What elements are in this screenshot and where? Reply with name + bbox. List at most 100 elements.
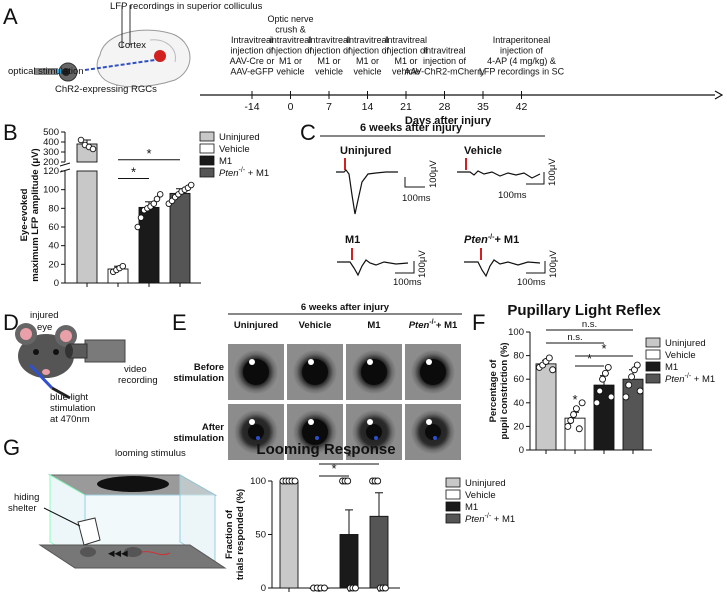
timeline-event-line: M1 or [317, 56, 340, 66]
legend-swatch [199, 155, 215, 166]
y-tick-label: 200 [43, 157, 59, 168]
y-tick-label: 20 [513, 421, 524, 432]
bar [279, 480, 299, 589]
legend-label-pten: Pten [465, 514, 485, 525]
axis-break [59, 162, 71, 167]
chart-title: Pupillary Light Reflex [507, 302, 661, 319]
y-axis-label: Eye-evoked [19, 188, 30, 241]
looming-disc-icon [97, 476, 169, 492]
timeline-event-line: 4-AP (4 mg/kg) & [487, 56, 556, 66]
legend-label: Vehicle [219, 144, 250, 155]
bar [564, 417, 586, 451]
data-point [89, 145, 97, 153]
legend-label: Uninjured [465, 478, 506, 489]
eye-reflection [249, 359, 255, 365]
data-point [578, 399, 586, 407]
row-label-line: stimulation [173, 373, 224, 384]
y-axis-label: trials responded (%) [235, 489, 246, 580]
data-point [622, 393, 630, 401]
bar [535, 363, 557, 451]
chr2-label: ChR2-expressing RGCs [55, 84, 157, 95]
panel-letter-g: G [3, 435, 20, 460]
legend-label: Pten-/- + M1 [665, 373, 715, 385]
trace-m1 [337, 259, 409, 277]
timeline-event-line: AAV-Cre or [230, 56, 275, 66]
data-point [628, 373, 636, 381]
timeline-event-line: Intravitreal [423, 46, 465, 56]
eye-reflection [308, 359, 314, 365]
timeline-event-line: AAV-ChR2-mCherry [404, 67, 485, 77]
data-point [607, 393, 615, 401]
data-point [351, 584, 359, 592]
legend-label-suffix: + M1 [691, 374, 715, 385]
legend-swatch [645, 337, 661, 348]
trace-pten [464, 259, 541, 278]
timeline-event-line: AAV-eGFP [230, 67, 273, 77]
data-point [77, 136, 85, 144]
timeline-event-line: injection of [384, 46, 428, 56]
data-point [320, 584, 328, 592]
timeline-event-line: vehicle [353, 67, 381, 77]
timeline-event-line: Intravitreal [231, 35, 273, 45]
legend-swatch [445, 513, 461, 524]
panel-letter-b: B [3, 120, 18, 145]
timeline-event-line: injection of [423, 56, 467, 66]
y-tick-label: 50 [255, 530, 266, 541]
y-tick-label: 60 [48, 222, 59, 233]
data-point [593, 399, 601, 407]
legend-label-suffix: + M1 [491, 514, 515, 525]
y-axis-label: Percentage of [488, 359, 499, 423]
scale-v-3: 100μV [417, 250, 428, 278]
data-point [564, 422, 572, 430]
legend-label: Uninjured [665, 338, 706, 349]
data-point [381, 584, 389, 592]
y-tick-label: 120 [43, 166, 59, 177]
column-label: Pten-/-+ M1 [409, 319, 458, 331]
legend-label-sup: -/- [685, 373, 692, 380]
timeline-event-line: intravitreal [270, 35, 312, 45]
legend-label-pten: Pten [219, 168, 239, 179]
y-tick-label: 500 [43, 127, 59, 138]
timeline-event-line: injection of [500, 46, 544, 56]
y-tick-label: 80 [513, 351, 524, 362]
panel-e-title: 6 weeks after injury [301, 302, 390, 313]
eye-reflection [367, 359, 373, 365]
timeline-tick-label: 28 [439, 101, 451, 113]
timeline-event-line: M1 or [356, 56, 379, 66]
data-point [572, 405, 580, 413]
significance-label: n.s. [567, 332, 582, 343]
bar [169, 192, 191, 284]
timeline-event-line: Intravitreal [346, 35, 388, 45]
significance-label: * [346, 449, 351, 464]
timeline-axis-label: Days after injury [405, 115, 492, 127]
timeline-event-line: Optic nerve [267, 14, 313, 24]
scale-t-1: 100ms [402, 193, 431, 204]
timeline-event-line: injection of [346, 46, 390, 56]
trace-label-uninjured: Uninjured [340, 145, 391, 157]
legend-swatch [645, 373, 661, 384]
legend-label: Pten-/- + M1 [219, 167, 269, 179]
timeline-event-line: Intraperitoneal [493, 35, 551, 45]
row-label-line: After [202, 422, 224, 433]
legend-label: Uninjured [219, 132, 260, 143]
data-point [291, 477, 299, 485]
data-point [374, 477, 382, 485]
legend-label-sup: -/- [485, 513, 492, 520]
optical-stimulation-label: optical stimulation [8, 66, 84, 77]
significance-label: * [146, 146, 151, 161]
significance-label: * [131, 164, 136, 179]
y-tick-label: 40 [48, 241, 59, 252]
column-label-sup: -/- [429, 319, 436, 326]
cortex-label: Cortex [118, 40, 146, 51]
panel-letter-a: A [3, 4, 18, 29]
